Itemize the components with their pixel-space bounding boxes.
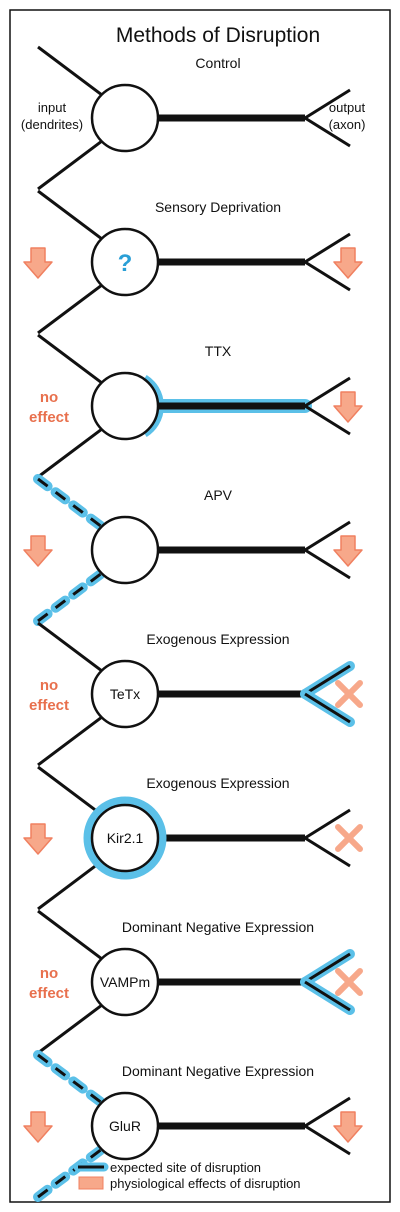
dendrite-0 (37, 189, 103, 241)
soma-label: TeTx (110, 686, 140, 702)
input-effect-arrow (23, 1111, 53, 1143)
axon-terminal-0 (304, 232, 351, 264)
soma-label: GluR (109, 1118, 141, 1134)
dendrite-1 (37, 715, 103, 767)
output-note-0: output (329, 100, 366, 115)
dendrite-1 (37, 571, 103, 623)
panel-7: GluR Dominant Negative Expression (23, 1050, 363, 1202)
axon-terminal-1 (304, 404, 351, 436)
axon-terminal-1 (304, 260, 351, 292)
panel-3: APV (23, 474, 363, 626)
axon-terminal-1 (304, 548, 351, 580)
output-effect-arrow (333, 535, 363, 567)
input-effect-arrow (23, 823, 53, 855)
input-effect-text-0: no (40, 389, 58, 406)
dendrite-1 (37, 427, 103, 479)
axon-terminal-0 (304, 808, 351, 840)
dendrite-0 (37, 333, 103, 385)
axon-terminal-0 (304, 376, 351, 408)
output-effect-arrow (333, 1111, 363, 1143)
dendrite-0 (37, 477, 103, 529)
panels: Control input (dendrites) output (axon)? Sens… (21, 45, 366, 1202)
dendrite-0 (37, 765, 103, 817)
axon-terminal-1 (304, 980, 351, 1012)
panel-4: TeTx Exogenous Expression no effect (29, 621, 363, 767)
dendrite-0 (37, 1053, 103, 1105)
soma-label: ? (118, 250, 133, 277)
panel-1: ? Sensory Deprivation (23, 189, 363, 335)
input-note-1: (dendrites) (21, 117, 83, 132)
diagram-title: Methods of Disruption (116, 24, 320, 47)
panel-label: APV (204, 487, 233, 503)
axon-terminal-0 (304, 88, 351, 120)
legend: expected site of disruption physiologica… (73, 1160, 301, 1191)
dendrite-1 (37, 1003, 103, 1055)
input-effect-text-1: effect (29, 697, 69, 714)
dendrite-0 (37, 45, 103, 97)
soma (90, 803, 160, 873)
soma-disruption (83, 796, 167, 880)
input-note-0: input (38, 100, 67, 115)
input-effect-text-0: no (40, 677, 58, 694)
dendrite-0 (37, 909, 103, 961)
input-effect-text-1: effect (29, 409, 69, 426)
panel-0: Control input (dendrites) output (axon) (21, 45, 366, 191)
dendrite-1 (37, 859, 103, 911)
axon-terminal-1 (304, 836, 351, 868)
panel-5: Kir2.1 Exogenous Expression (23, 765, 363, 911)
output-effect-x-b (335, 680, 363, 708)
legend-effect-label: physiological effects of disruption (110, 1176, 301, 1191)
axon-terminal-1 (304, 116, 351, 148)
dendrite-0 (37, 621, 103, 673)
axon-terminal-0 (304, 664, 351, 696)
axon-terminal-1 (304, 1124, 351, 1156)
output-effect-x-b (335, 968, 363, 996)
output-note-1: (axon) (329, 117, 366, 132)
soma (90, 659, 160, 729)
output-effect-arrow (333, 247, 363, 279)
panel-label: Sensory Deprivation (155, 199, 281, 215)
soma-label: VAMPm (100, 974, 150, 990)
axon-terminal-0 (304, 520, 351, 552)
dendrite-1 (37, 283, 103, 335)
soma (90, 1091, 160, 1161)
panel-2: TTX no effect (29, 333, 363, 479)
axon-terminal-0 (304, 952, 351, 984)
soma-label: Kir2.1 (107, 830, 144, 846)
soma (90, 947, 160, 1017)
panel-label: Dominant Negative Expression (122, 919, 314, 935)
input-effect-text-0: no (40, 965, 58, 982)
dendrite-1 (37, 139, 103, 191)
soma (90, 227, 160, 297)
panel-label: Exogenous Expression (146, 631, 289, 647)
axon-terminal-1 (304, 692, 351, 724)
soma (90, 83, 160, 153)
output-effect-x-b (335, 824, 363, 852)
input-effect-arrow (23, 535, 53, 567)
axon-terminal-0 (304, 1096, 351, 1128)
output-effect-arrow (333, 391, 363, 423)
frame-border (9, 9, 391, 1203)
input-effect-text-1: effect (29, 985, 69, 1002)
soma (90, 515, 160, 585)
input-effect-arrow (23, 247, 53, 279)
panel-label: Exogenous Expression (146, 775, 289, 791)
panel-6: VAMPm Dominant Negative Expression no effec… (29, 909, 363, 1055)
panel-label: TTX (205, 343, 232, 359)
legend-disruption-label: expected site of disruption (110, 1160, 261, 1175)
legend-effect-swatch (78, 1176, 104, 1190)
dendrite-1 (37, 1147, 103, 1199)
panel-label: Dominant Negative Expression (122, 1063, 314, 1079)
panel-label: Control (195, 55, 240, 71)
soma (90, 371, 160, 441)
